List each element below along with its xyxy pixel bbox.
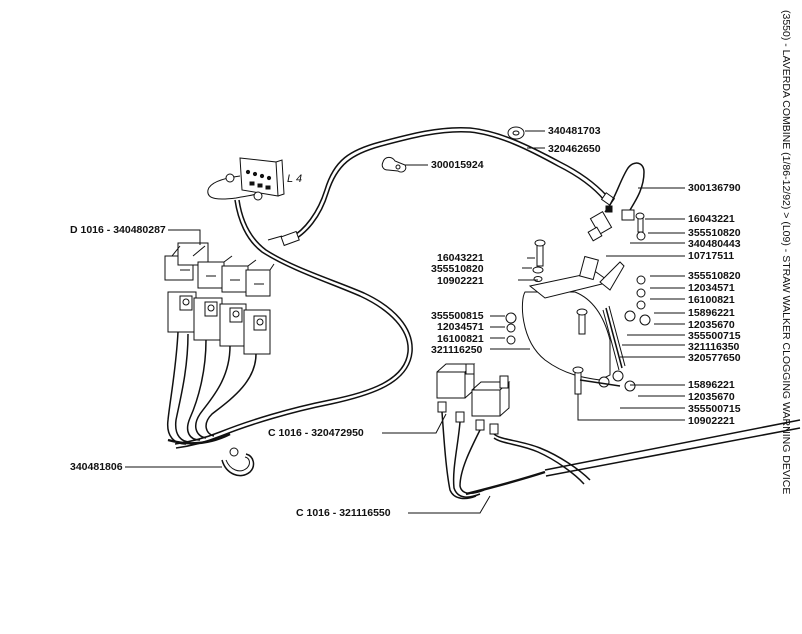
- label-12035670-right: 12035670: [688, 319, 735, 331]
- label-321116250: 321116250: [431, 344, 483, 356]
- label-12034571-right: 12034571: [688, 282, 735, 294]
- cable-320462650: [289, 126, 616, 243]
- label-300015924: 300015924: [431, 159, 484, 171]
- label-10717511: 10717511: [688, 250, 735, 262]
- label-d1016-340480287: D 1016 - 340480287: [70, 224, 166, 236]
- label-10902221-bottom: 10902221: [688, 415, 735, 427]
- label-c1016-320472950: C 1016 - 320472950: [268, 427, 364, 439]
- label-320462650: 320462650: [548, 143, 601, 155]
- bracket-assembly: [505, 212, 651, 395]
- side-title: (3550) - LAVERDA COMBINE (1/86-12/92) > …: [779, 10, 793, 530]
- side-title-text: (3550) - LAVERDA COMBINE (1/86-12/92) > …: [780, 10, 792, 495]
- label-340481703: 340481703: [548, 125, 601, 137]
- panel-label-l4: L 4: [287, 173, 303, 185]
- label-16043221-right: 16043221: [688, 213, 735, 225]
- label-16100821-mid: 16100821: [437, 333, 484, 345]
- leader-lines: [125, 130, 685, 514]
- label-15896221-bottom: 15896221: [688, 379, 735, 391]
- label-16043221-mid: 16043221: [437, 252, 484, 264]
- grommet-340481703: [507, 126, 525, 140]
- label-355510820-mid: 355510820: [431, 263, 484, 275]
- label-355500815: 355500815: [431, 310, 484, 322]
- label-320577650: 320577650: [688, 352, 741, 364]
- label-16100821-right: 16100821: [688, 294, 735, 306]
- relay-group-c1016: [436, 363, 801, 500]
- label-355500715-right: 355500715: [688, 330, 741, 342]
- label-c1016-321116550: C 1016 - 321116550: [296, 507, 391, 519]
- label-10902221-mid: 10902221: [437, 275, 484, 287]
- label-12035670-bottom: 12035670: [688, 391, 735, 403]
- sensor-300136790: [587, 162, 645, 242]
- label-321116350: 321116350: [688, 341, 740, 353]
- clamp-340481806: [221, 447, 255, 477]
- label-340481806: 340481806: [70, 461, 123, 473]
- label-355510820-right: 355510820: [688, 227, 741, 239]
- label-355500715-bottom: 355500715: [688, 403, 741, 415]
- label-300136790: 300136790: [688, 182, 741, 194]
- clip-300015924: [381, 156, 407, 173]
- indicator-panel: [207, 157, 285, 201]
- label-12034571-mid: 12034571: [437, 321, 484, 333]
- label-355510820-right2: 355510820: [688, 270, 741, 282]
- label-15896221-right: 15896221: [688, 307, 735, 319]
- relay-block-d1016: [164, 242, 275, 445]
- label-340480443: 340480443: [688, 238, 741, 250]
- main-cable: [174, 199, 413, 449]
